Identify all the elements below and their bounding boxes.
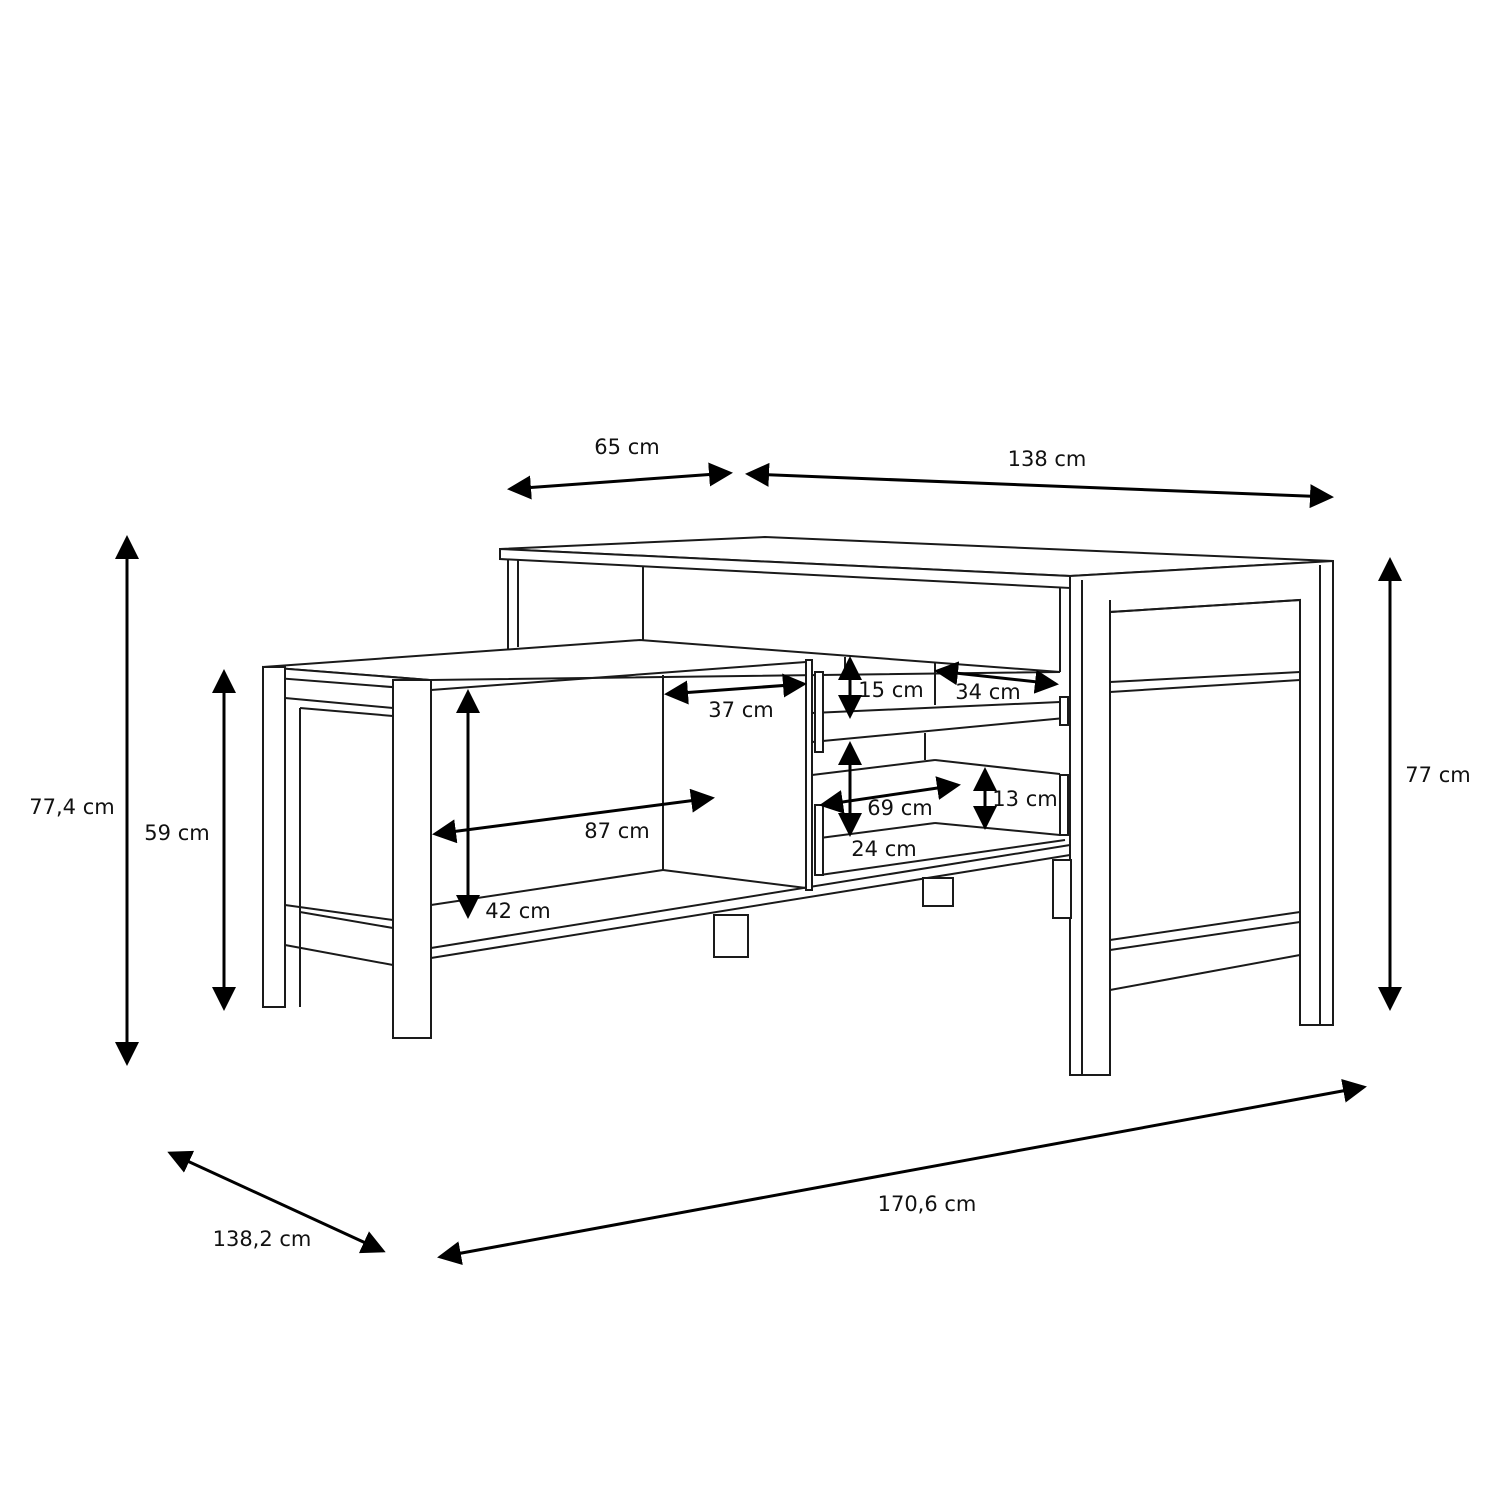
label-shelf-depth: 37 cm <box>708 698 773 722</box>
label-shelf-height: 42 cm <box>485 899 550 923</box>
label-overall-depth: 138,2 cm <box>213 1227 312 1251</box>
label-low-height: 59 cm <box>144 821 209 845</box>
dimension-labels: 65 cm 138 cm 77,4 cm 59 cm 77 cm 138,2 c… <box>29 435 1470 1251</box>
label-lower-inner-height: 13 cm <box>992 787 1057 811</box>
arrow-drawer-depth <box>934 661 1059 694</box>
arrow-shelf-width <box>432 788 715 844</box>
label-lower-drawer-height: 24 cm <box>851 837 916 861</box>
arrow-top-depth <box>507 462 733 500</box>
arrow-overall-depth <box>167 1150 386 1254</box>
desk-outline <box>262 535 1334 1076</box>
label-drawer-width: 69 cm <box>867 796 932 820</box>
dimension-arrows <box>115 462 1402 1266</box>
label-overall-width: 170,6 cm <box>878 1192 977 1216</box>
label-top-width: 138 cm <box>1008 447 1087 471</box>
label-top-depth: 65 cm <box>594 435 659 459</box>
label-drawer-depth: 34 cm <box>955 680 1020 704</box>
label-shelf-width: 87 cm <box>584 819 649 843</box>
label-upper-drawer-height: 15 cm <box>858 678 923 702</box>
arrow-overall-width <box>437 1078 1367 1266</box>
arrow-top-width <box>745 462 1334 509</box>
arrow-shelf-depth <box>664 673 807 705</box>
label-high-height: 77 cm <box>1405 763 1470 787</box>
label-overall-height: 77,4 cm <box>29 795 114 819</box>
